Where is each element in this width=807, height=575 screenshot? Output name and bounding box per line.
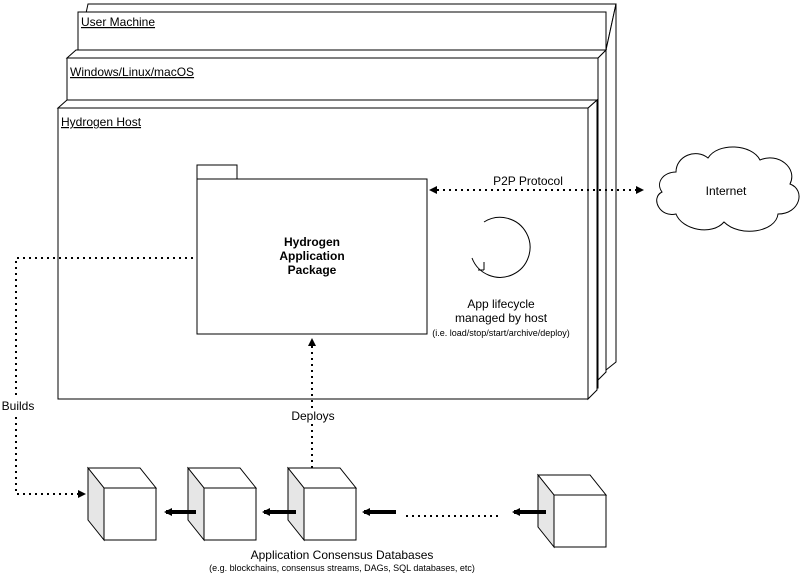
builds-connector bbox=[15, 257, 193, 498]
builds-label: Builds bbox=[2, 399, 35, 413]
lifecycle-note: (i.e. load/stop/start/archive/deploy) bbox=[432, 328, 570, 338]
lifecycle-label-line1: App lifecycle bbox=[467, 297, 535, 311]
database-cube bbox=[536, 473, 608, 549]
hydrogen-host-label: Hydrogen Host bbox=[61, 115, 142, 129]
databases-title: Application Consensus Databases bbox=[251, 548, 434, 562]
p2p-label: P2P Protocol bbox=[493, 174, 563, 188]
os-label: Windows/Linux/macOS bbox=[70, 65, 194, 79]
internet-cloud: Internet bbox=[656, 146, 800, 232]
deploys-label: Deploys bbox=[291, 409, 334, 423]
internet-label: Internet bbox=[706, 184, 747, 198]
lifecycle-cycle-icon bbox=[471, 216, 531, 278]
package-label-line1: Hydrogen bbox=[284, 235, 340, 249]
user-machine-label: User Machine bbox=[81, 15, 155, 29]
database-cube bbox=[286, 466, 358, 542]
application-package: Hydrogen Application Package bbox=[196, 164, 428, 335]
lifecycle-label-line2: managed by host bbox=[455, 311, 548, 325]
database-cube bbox=[86, 466, 158, 542]
package-label-line2: Application bbox=[279, 249, 344, 263]
package-label-line3: Package bbox=[288, 263, 337, 277]
database-cube bbox=[186, 466, 258, 542]
databases-note: (e.g. blockchains, consensus streams, DA… bbox=[209, 563, 475, 573]
